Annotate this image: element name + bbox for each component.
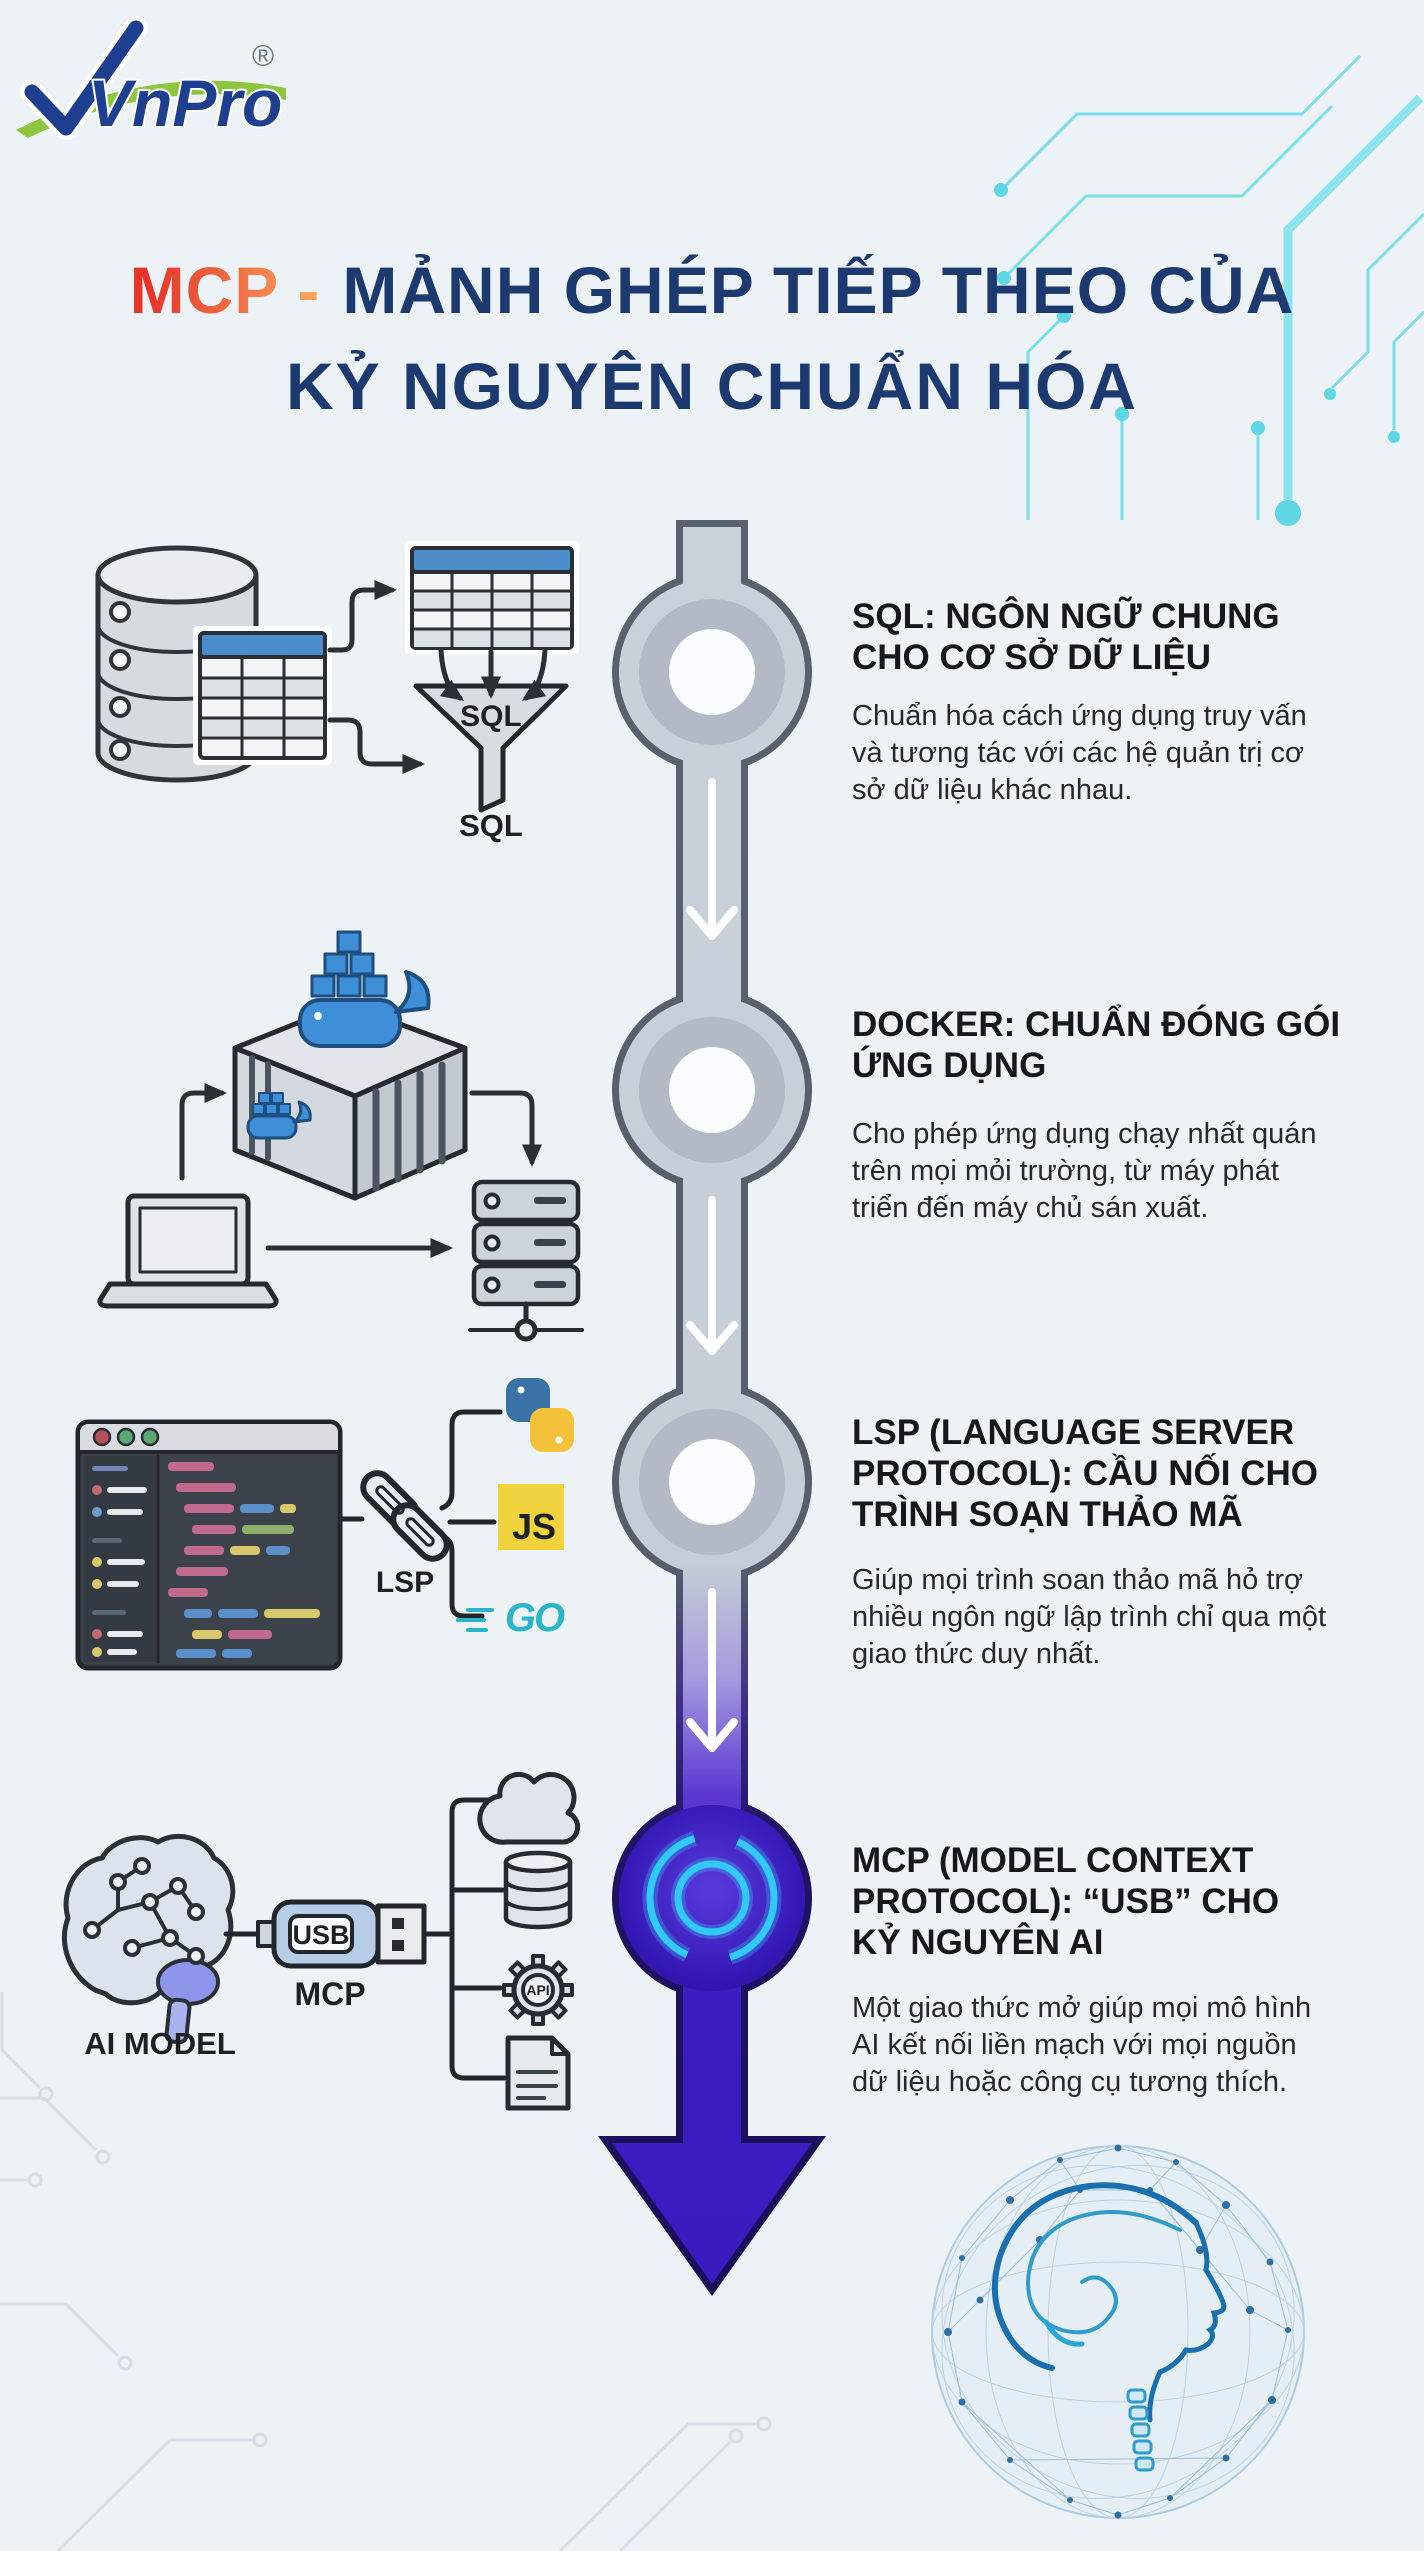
mcp-bracket-lines bbox=[423, 1797, 507, 2081]
funnel-sql-label: SQL bbox=[460, 700, 522, 733]
section-body-docker: Cho phép ứng dụng chạy nhất quán trên mọ… bbox=[852, 1118, 1317, 1224]
timeline-node-lsp bbox=[639, 1409, 785, 1555]
table-icon bbox=[405, 541, 579, 655]
server-icon bbox=[468, 1179, 584, 1342]
lsp-connector-lines bbox=[339, 1409, 503, 1619]
go-speed-lines bbox=[456, 1608, 494, 1632]
title-line1-text: MẢNH GHÉP TIẾP THEO CỦA bbox=[342, 253, 1295, 327]
laptop-icon bbox=[97, 1193, 279, 1309]
vnpro-logo: VnPro ® bbox=[16, 16, 286, 142]
container-icon bbox=[232, 1001, 468, 1201]
circuit-decor-top-right bbox=[994, 54, 1424, 526]
sql-illustration bbox=[95, 541, 579, 813]
api-gear-label: API bbox=[526, 1982, 550, 1998]
logo-checkmark bbox=[24, 20, 144, 136]
logo-brand-text: VnPro bbox=[88, 66, 282, 140]
table-icon bbox=[193, 626, 332, 765]
docker-illustration bbox=[97, 930, 584, 1342]
timeline-arrows bbox=[686, 778, 738, 1752]
gear-api-icon bbox=[502, 1954, 574, 2026]
usb-plug-label: USB bbox=[292, 1920, 350, 1950]
section-body-mcp: Một giao thức mở giúp mọi mô hình AI kết… bbox=[852, 1992, 1312, 2098]
docker-flow-arrows bbox=[179, 1083, 542, 1258]
docker-whale-icon bbox=[298, 930, 431, 1048]
database-icon bbox=[503, 1850, 573, 1930]
lsp-illustration bbox=[75, 1378, 574, 1671]
sql-flow-arrows bbox=[327, 580, 548, 774]
js-icon bbox=[498, 1484, 564, 1550]
section-heading-mcp: MCP (MODEL CONTEXT PROTOCOL): “USB” CHO … bbox=[852, 1841, 1280, 1962]
section-heading-docker: DOCKER: CHUẨN ĐÓNG GÓI ỨNG DỤNG bbox=[852, 1005, 1341, 1085]
timeline bbox=[598, 520, 826, 2296]
docker-whale-small-icon bbox=[246, 1092, 312, 1140]
network-brain-sphere bbox=[931, 2144, 1305, 2519]
head-profile-icon bbox=[991, 2182, 1227, 2472]
timeline-node-sql bbox=[639, 599, 785, 745]
usb-plug-icon bbox=[223, 1899, 427, 1969]
ai-brain-icon bbox=[62, 1833, 236, 2045]
circuit-decor-bottom-left bbox=[0, 1992, 772, 2551]
timeline-node-docker bbox=[639, 1017, 785, 1163]
code-editor-icon bbox=[75, 1419, 343, 1671]
cloud-icon bbox=[477, 1771, 581, 1845]
lsp-chain-label: LSP bbox=[375, 1566, 435, 1599]
js-logo-label: JS bbox=[512, 1506, 557, 1547]
section-body-lsp: Giúp mọi trình soan thảo mã hỏ trợ nhiều… bbox=[852, 1564, 1327, 1670]
python-icon bbox=[506, 1378, 574, 1452]
title-accent-mcp: MCP - bbox=[129, 253, 321, 327]
chain-link-icon bbox=[360, 1470, 450, 1562]
document-icon bbox=[505, 2035, 571, 2111]
title-line-1: MCP - MẢNH GHÉP TIẾP THEO CỦA bbox=[0, 253, 1424, 327]
funnel-icon bbox=[413, 683, 569, 813]
mcp-plug-label: MCP bbox=[294, 1976, 366, 2012]
sql-caption-label: SQL bbox=[459, 808, 523, 843]
page-title: MCP - MẢNH GHÉP TIẾP THEO CỦA KỶ NGUYÊN C… bbox=[0, 253, 1424, 423]
go-logo-label: GO bbox=[504, 1596, 565, 1640]
section-heading-lsp: LSP (LANGUAGE SERVER PROTOCOL): CẦU NỐI … bbox=[852, 1413, 1319, 1534]
title-line-2: KỶ NGUYÊN CHUẨN HÓA bbox=[285, 348, 1139, 423]
mcp-illustration bbox=[62, 1771, 581, 2111]
timeline-node-mcp bbox=[619, 1805, 805, 1991]
logo-registered-mark: ® bbox=[252, 40, 274, 73]
ai-model-label: AI MODEL bbox=[84, 2026, 236, 2061]
section-heading-sql: SQL: NGÔN NGỮ CHUNG CHO CƠ SỞ DỮ LIỆU bbox=[852, 597, 1280, 677]
section-body-sql: Chuẩn hóa cách ứng dụng truy vấn và tươn… bbox=[852, 700, 1307, 806]
